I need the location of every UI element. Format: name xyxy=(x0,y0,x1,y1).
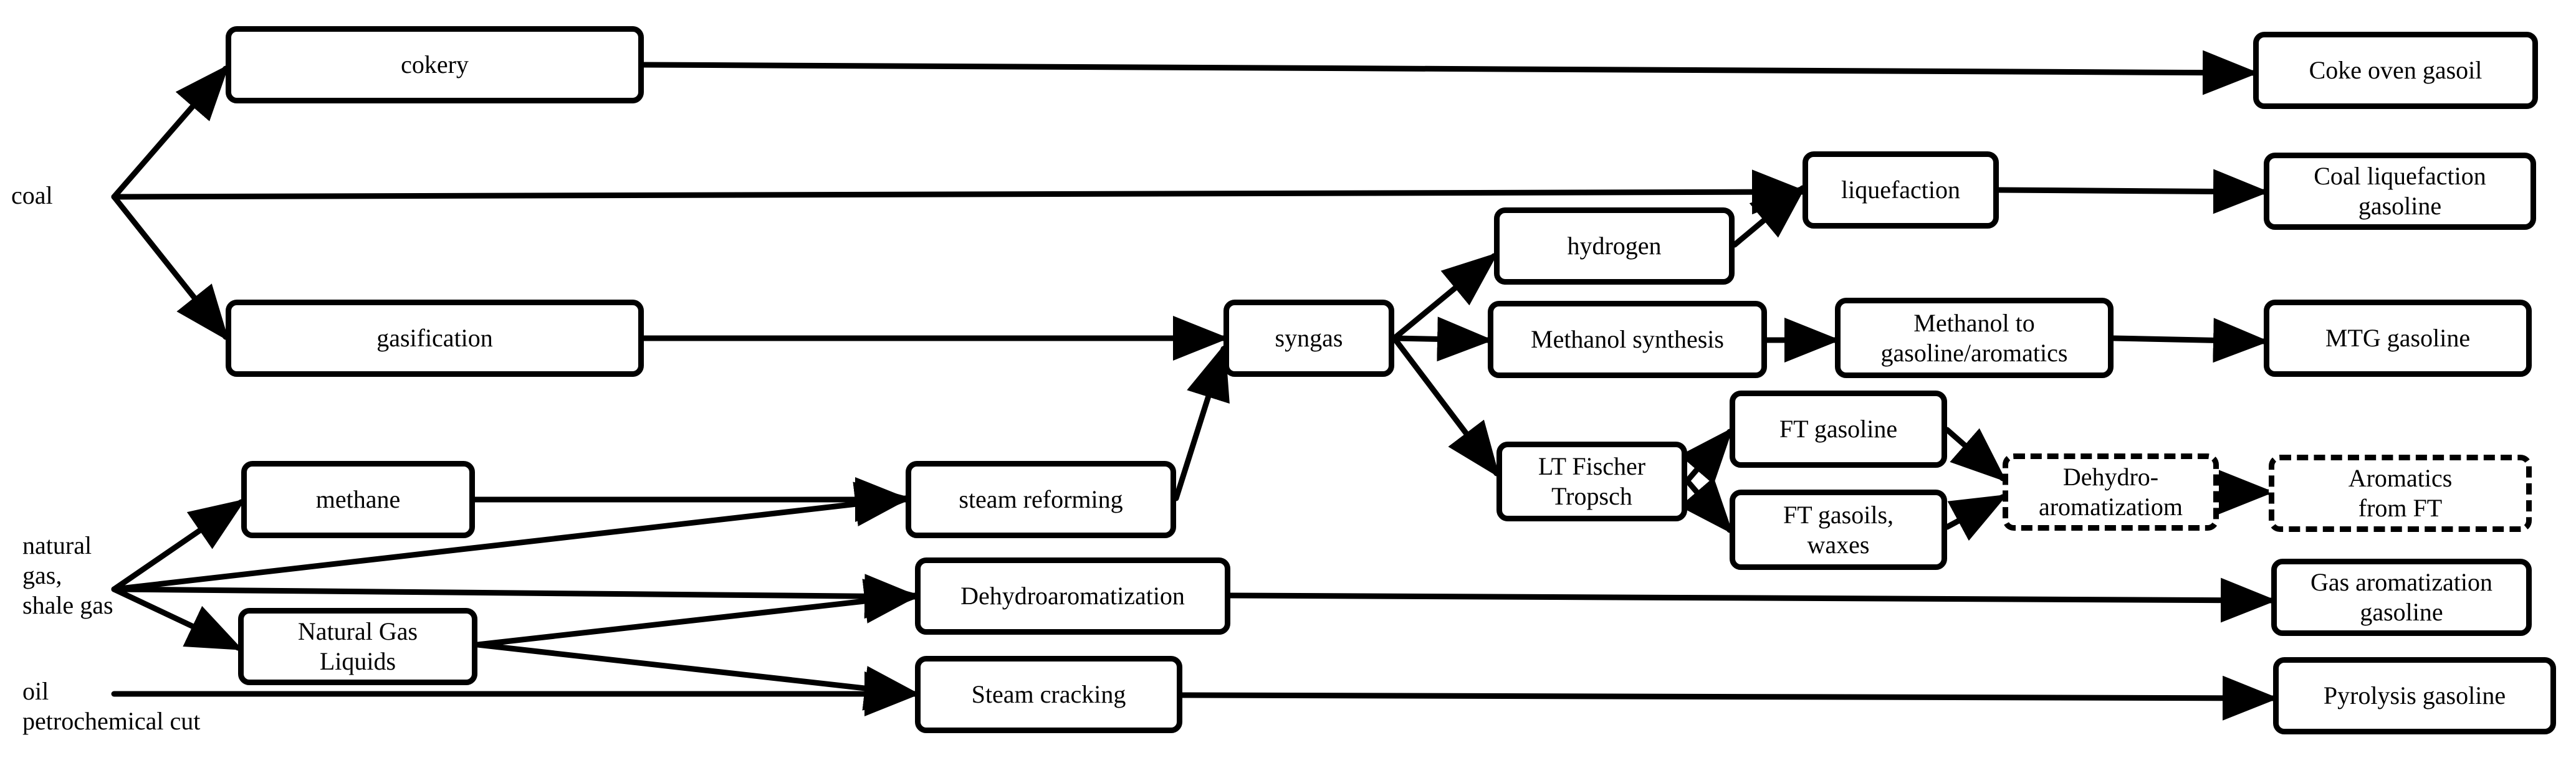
box-lt-fischer-tropsch: LT Fischer Tropsch xyxy=(1496,442,1687,521)
arrow-ng-to-dehydroaromatization xyxy=(111,574,921,619)
box-coal-liquefaction-gasoline: Coal liquefaction gasoline xyxy=(2264,153,2536,230)
arrow-ft-to-ft-gasoline xyxy=(1679,427,1733,485)
arrow-ng-to-ngl xyxy=(111,586,244,651)
box-methanol-to-gasoline: Methanol to gasoline/aromatics xyxy=(1835,298,2114,378)
arrow-ft-to-ft-gasoils xyxy=(1679,477,1733,534)
arrow-mtg-to-mtg-gasoline xyxy=(2110,318,2269,363)
arrow-ng-to-steam-reforming xyxy=(111,481,911,592)
box-hydrogen: hydrogen xyxy=(1494,207,1735,285)
box-dehydro-aromatizatiom: Dehydro- aromatizatiom xyxy=(2003,453,2219,531)
box-aromatics-from-ft: Aromatics from FT xyxy=(2269,455,2532,532)
box-methanol-synthesis: Methanol synthesis xyxy=(1488,301,1767,378)
arrow-steam-reforming-to-syngas xyxy=(1173,343,1230,501)
box-liquefaction: liquefaction xyxy=(1803,151,1999,229)
arrow-ft-gasoline-to-dehydro xyxy=(1944,427,2007,482)
arrow-coal-to-cokery xyxy=(111,64,229,200)
source-natural-gas: natural gas, shale gas xyxy=(22,531,113,619)
arrow-steam-cracking-to-pyrolysis xyxy=(1179,675,2279,721)
source-coal: coal xyxy=(11,181,53,209)
box-steam-reforming: steam reforming xyxy=(906,461,1176,538)
arrow-coal-to-liquefaction xyxy=(111,169,1808,215)
box-cokery: cokery xyxy=(226,26,644,103)
box-syngas: syngas xyxy=(1223,300,1394,377)
source-oil: oil petrochemical cut xyxy=(22,677,201,735)
arrow-ng-to-methane xyxy=(111,498,246,592)
box-steam-cracking: Steam cracking xyxy=(915,656,1182,733)
arrow-ngl-to-dehydroaromatization xyxy=(474,579,921,648)
box-coke-oven-gasoil: Coke oven gasoil xyxy=(2253,32,2538,109)
arrow-hydrogen-to-liquefaction xyxy=(1731,184,1807,248)
box-dehydroaromatization: Dehydroaromatization xyxy=(915,557,1230,635)
arrow-dehydroaromatization-to-gas-aromatization xyxy=(1227,577,2277,623)
arrow-liquefaction-to-coal-liquefaction-gasoline xyxy=(1996,169,2269,214)
arrow-coal-to-gasification xyxy=(111,194,229,342)
arrow-ngl-to-steam-cracking xyxy=(474,642,921,711)
box-pyrolysis-gasoline: Pyrolysis gasoline xyxy=(2273,657,2556,734)
arrow-ft-gasoils-to-dehydro xyxy=(1944,494,2008,541)
box-methane: methane xyxy=(241,461,475,538)
box-natural-gas-liquids: Natural Gas Liquids xyxy=(238,608,477,685)
box-ft-gasoline: FT gasoline xyxy=(1730,391,1947,468)
box-ft-gasoils-waxes: FT gasoils, waxes xyxy=(1730,490,1947,570)
box-gasification: gasification xyxy=(226,300,644,377)
arrow-cokery-to-coke-oven-gasoil xyxy=(641,50,2259,95)
arrow-syngas-to-methanol-synthesis xyxy=(1391,316,1493,362)
box-gas-aromatization-gasoline: Gas aromatization gasoline xyxy=(2271,559,2532,636)
box-mtg-gasoline: MTG gasoline xyxy=(2264,300,2532,377)
arrow-syngas-to-hydrogen xyxy=(1391,252,1498,341)
arrow-syngas-to-ft xyxy=(1391,335,1500,478)
